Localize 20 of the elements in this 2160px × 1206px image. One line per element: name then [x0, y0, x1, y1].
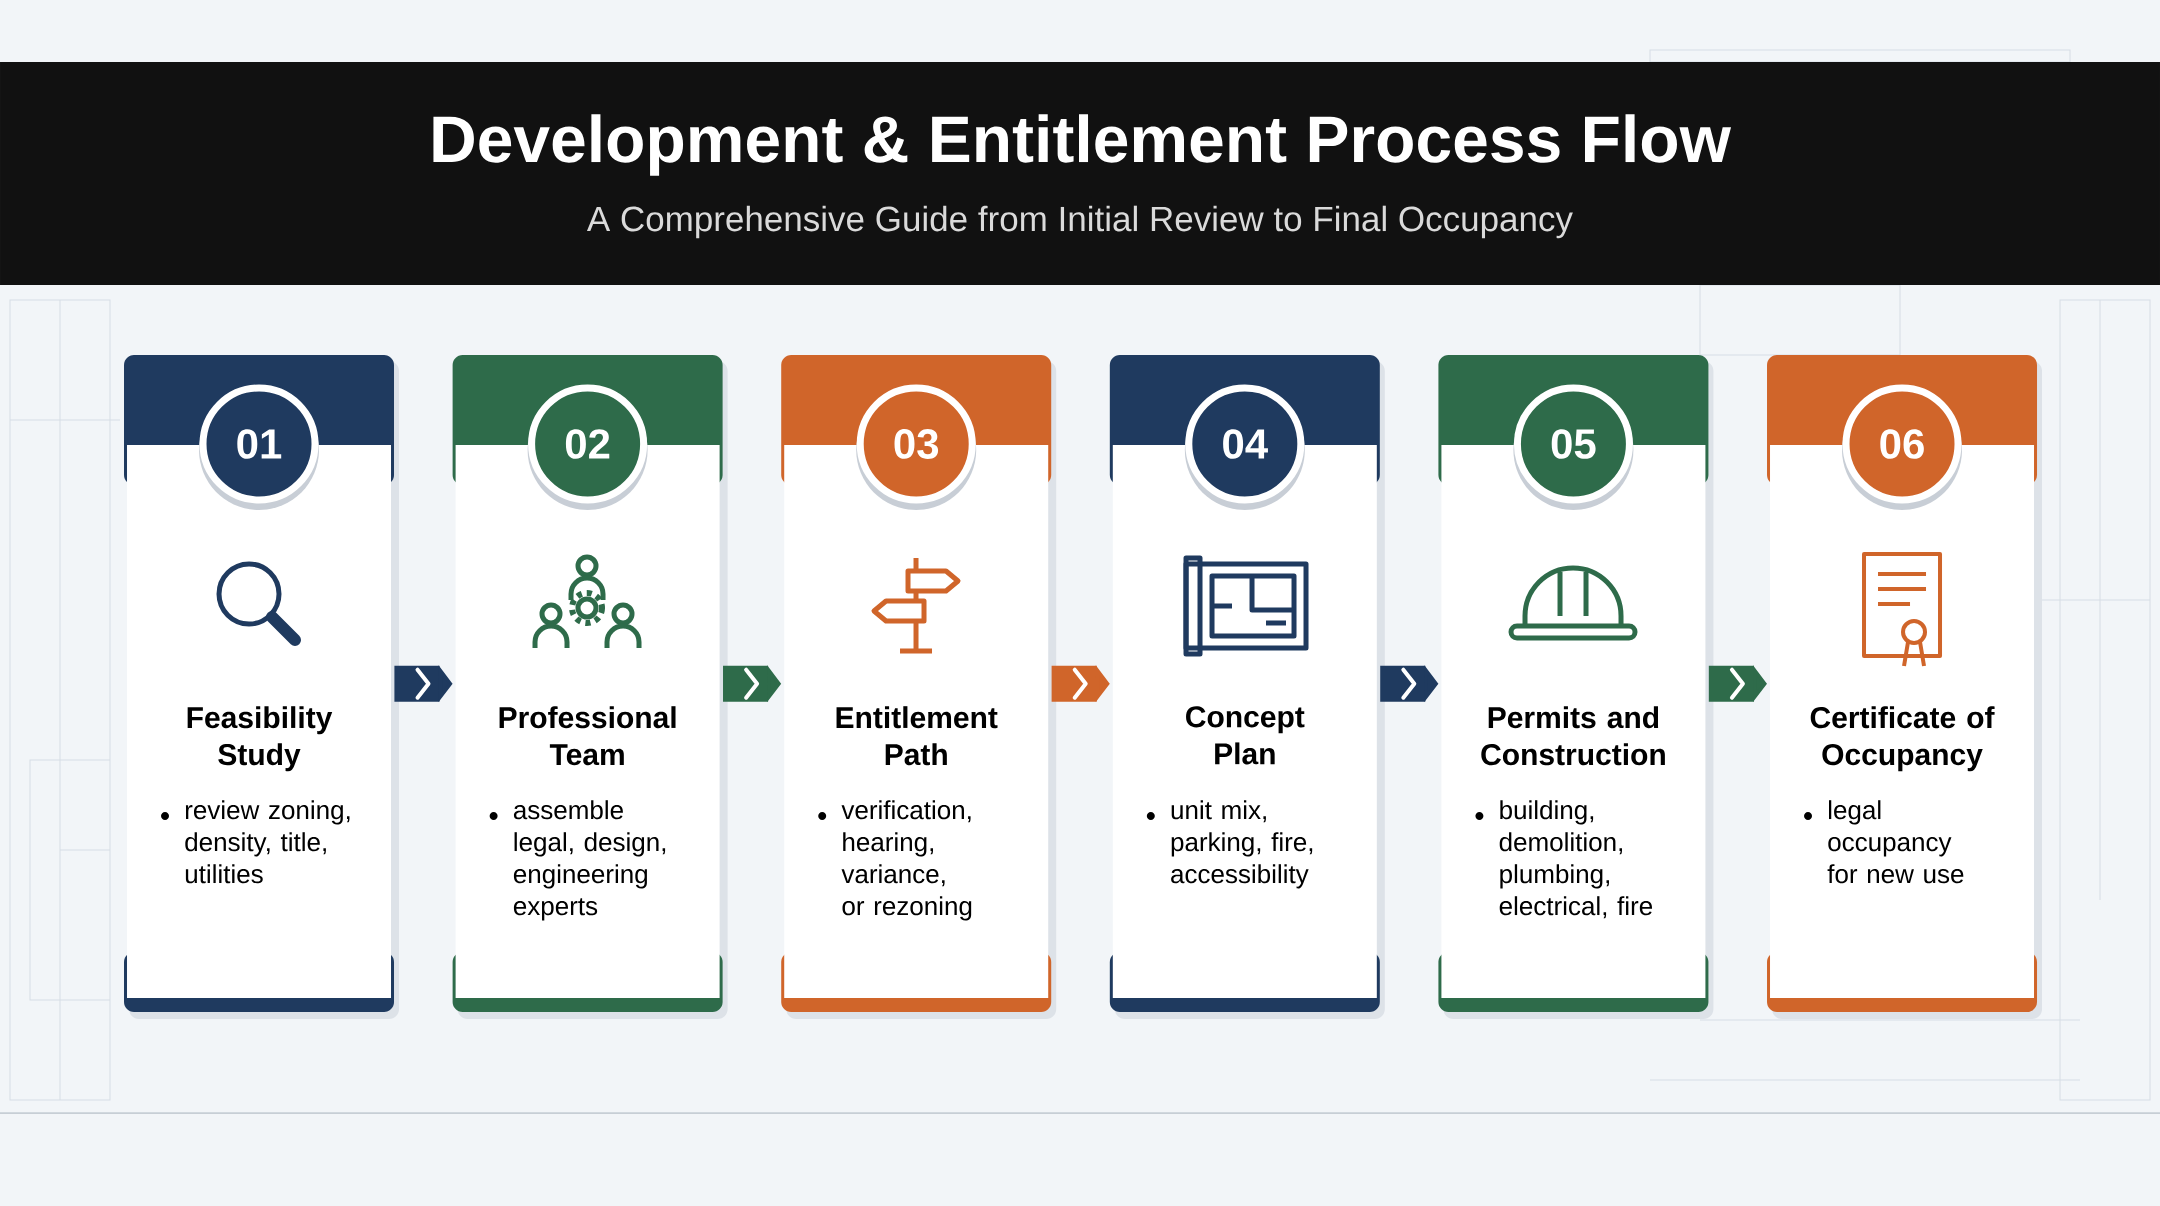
step-title: Permits and Construction [1481, 706, 1665, 766]
subtitle: A Comprehensive Guide from Initial Review to Final Occupancy [586, 205, 1573, 239]
step-title: Entitlement Path [836, 706, 998, 766]
bullet-text: verification, hearing, variance, or rezoning [818, 800, 972, 921]
process-card [1767, 355, 2042, 1019]
process-card [124, 355, 399, 1019]
process-card [1438, 355, 1714, 1019]
process-card [781, 355, 1057, 1019]
step-title: Feasibility Study [187, 706, 333, 772]
process-card [1109, 355, 1385, 1019]
title: Development & Entitlement Process Flow [433, 114, 1732, 176]
step-title: Certificate of Occupancy [1810, 706, 1995, 772]
step-title: Professional Team [499, 706, 676, 766]
process-card [452, 355, 728, 1019]
step-title: Concept Plan [1186, 706, 1305, 765]
bullet-text: review zoning, density, title, utilities [161, 800, 350, 884]
bullet-text: assemble legal, design, engineering experts [489, 800, 666, 921]
bullet-text: building, demolition, plumbing, electrical, fire [1475, 800, 1653, 919]
bullet-text: unit mix, parking, fire, accessibility [1146, 800, 1313, 889]
bullet-text: legal occupancy for new use [1804, 800, 1964, 884]
